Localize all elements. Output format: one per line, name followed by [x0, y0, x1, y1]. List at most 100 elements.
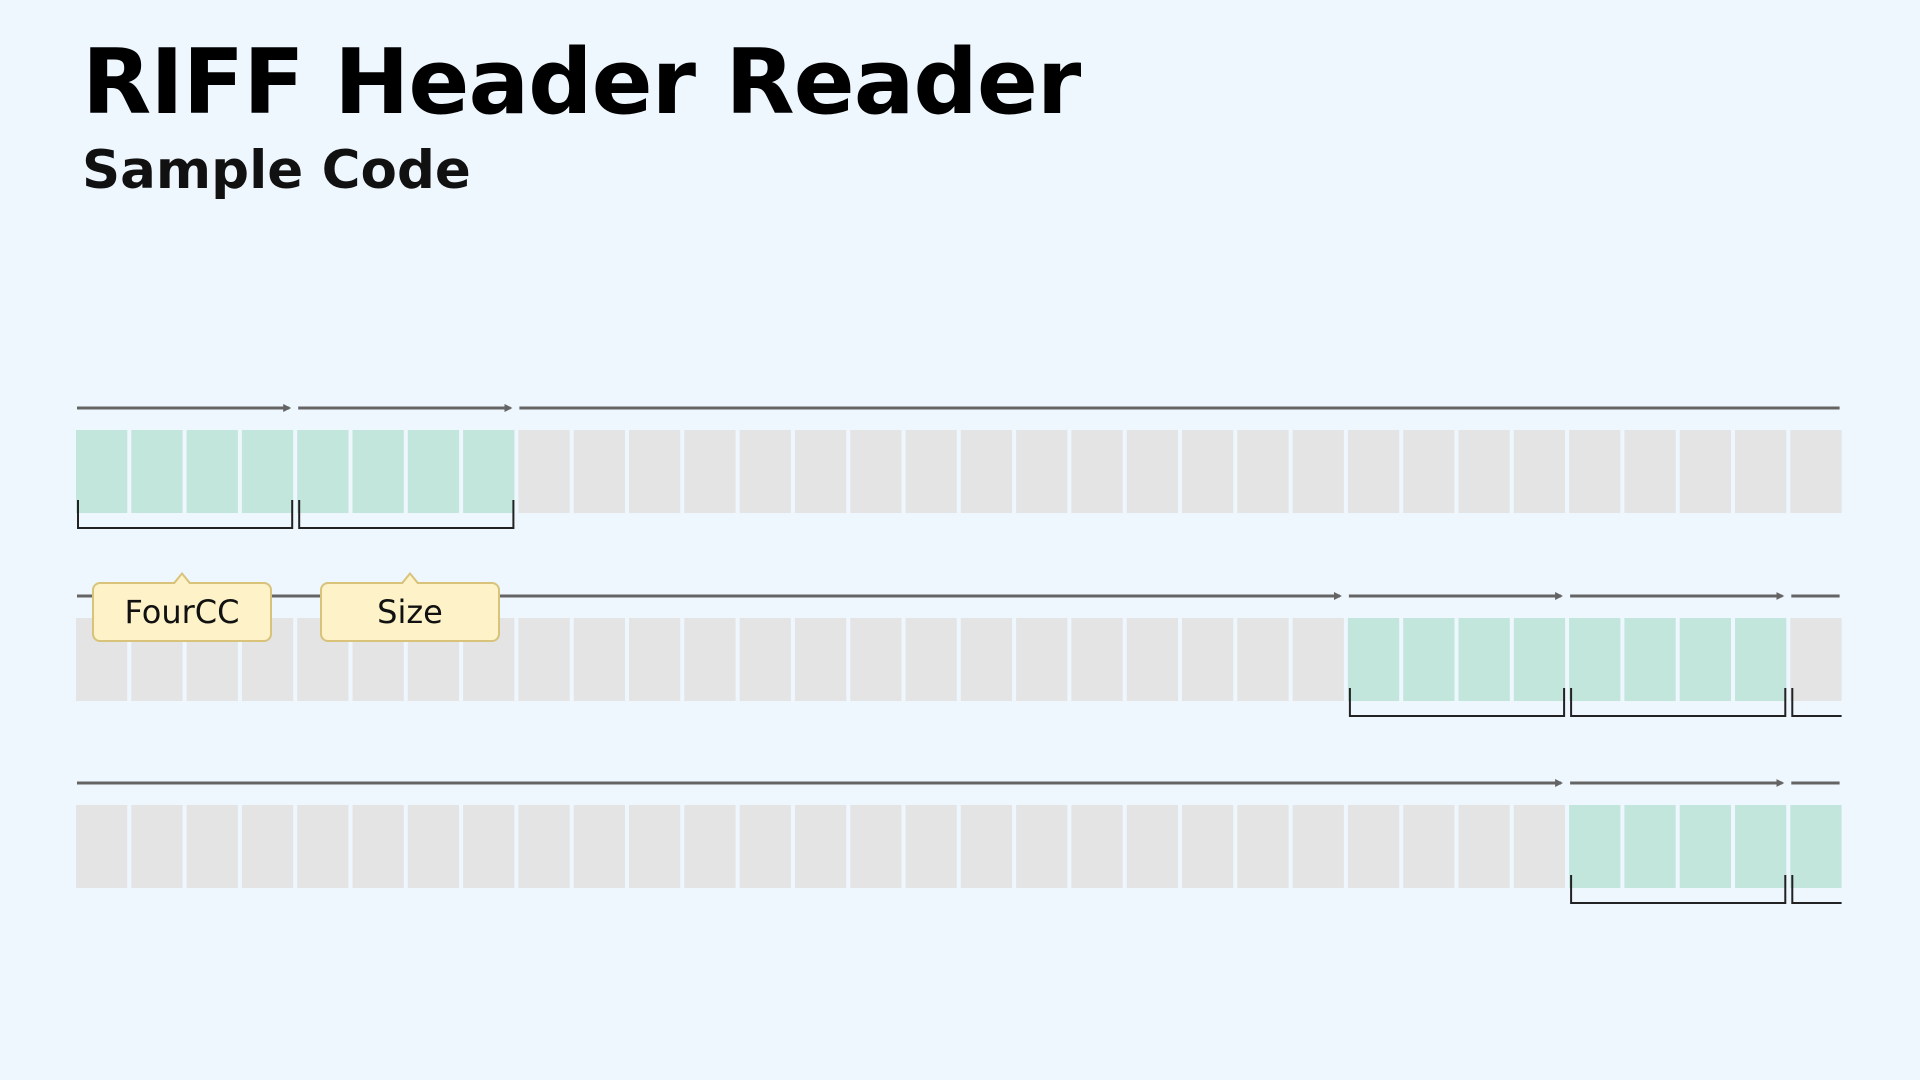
- byte-cell: [1403, 430, 1455, 513]
- byte-cell: [1790, 430, 1842, 513]
- group-bracket: [77, 500, 294, 529]
- byte-cell-highlighted: [131, 430, 183, 513]
- byte-cell-highlighted: [1458, 618, 1510, 701]
- group-bracket-open: [1791, 688, 1842, 717]
- byte-cell: [297, 805, 349, 888]
- byte-cell: [186, 805, 238, 888]
- byte-cell: [739, 805, 791, 888]
- byte-cell: [463, 805, 515, 888]
- byte-cell: [1513, 805, 1566, 888]
- byte-cell: [573, 618, 625, 701]
- byte-cell: [1624, 430, 1676, 513]
- byte-cell: [1182, 430, 1234, 513]
- byte-cell: [1679, 430, 1731, 513]
- byte-cell: [1790, 618, 1842, 701]
- byte-cell: [1182, 805, 1234, 888]
- byte-cell: [905, 618, 957, 701]
- byte-cell: [352, 805, 404, 888]
- byte-cell: [850, 618, 902, 701]
- byte-cell-highlighted: [1569, 805, 1621, 888]
- byte-cell: [1182, 618, 1234, 701]
- byte-cell: [1292, 430, 1344, 513]
- byte-cell: [684, 430, 736, 513]
- byte-cell: [684, 805, 736, 888]
- byte-cell: [131, 805, 183, 888]
- byte-cell: [1347, 805, 1400, 888]
- byte-cell: [1016, 805, 1068, 888]
- byte-cell: [1569, 430, 1621, 513]
- group-bracket-open: [1791, 875, 1842, 904]
- byte-cell: [1126, 430, 1178, 513]
- byte-cell: [518, 805, 570, 888]
- byte-cell-highlighted: [1624, 805, 1676, 888]
- byte-cell: [573, 430, 625, 513]
- byte-cell: [629, 805, 681, 888]
- byte-cell: [1237, 618, 1289, 701]
- byte-cell: [1292, 618, 1344, 701]
- byte-cell: [850, 430, 902, 513]
- byte-cell: [518, 430, 570, 513]
- byte-cell: [794, 805, 847, 888]
- page-subtitle: Sample Code: [82, 140, 471, 201]
- byte-cell-highlighted: [1513, 618, 1566, 701]
- byte-cell-highlighted: [1679, 805, 1731, 888]
- byte-cell: [1458, 430, 1510, 513]
- group-bracket: [1570, 688, 1787, 717]
- byte-cell: [1016, 430, 1068, 513]
- group-bracket: [1348, 688, 1566, 717]
- byte-cell-highlighted: [241, 430, 294, 513]
- byte-cell-highlighted: [1735, 618, 1787, 701]
- group-bracket: [298, 500, 515, 529]
- byte-cell: [850, 805, 902, 888]
- byte-cell: [960, 805, 1013, 888]
- byte-cell: [1237, 430, 1289, 513]
- byte-cell: [1237, 805, 1289, 888]
- byte-cell: [794, 618, 847, 701]
- byte-cell: [1347, 430, 1400, 513]
- byte-cell: [684, 618, 736, 701]
- byte-cell: [739, 430, 791, 513]
- fourcc-tooltip: FourCC: [92, 572, 272, 642]
- byte-cell: [518, 618, 570, 701]
- byte-cell: [1403, 805, 1455, 888]
- byte-cell-highlighted: [1624, 618, 1676, 701]
- byte-cell: [739, 618, 791, 701]
- group-bracket: [1570, 875, 1787, 904]
- byte-cell: [1126, 805, 1178, 888]
- byte-cell: [960, 618, 1013, 701]
- byte-cell-highlighted: [352, 430, 404, 513]
- byte-cell: [1458, 805, 1510, 888]
- byte-cell: [905, 805, 957, 888]
- byte-cell: [573, 805, 625, 888]
- byte-cell-highlighted: [1347, 618, 1400, 701]
- byte-cell: [407, 805, 460, 888]
- byte-cell: [1071, 805, 1123, 888]
- byte-cell: [1735, 430, 1787, 513]
- byte-cell-highlighted: [463, 430, 515, 513]
- size-tooltip: Size: [320, 572, 500, 642]
- byte-cell: [629, 618, 681, 701]
- byte-cell: [629, 430, 681, 513]
- byte-cell: [1071, 430, 1123, 513]
- byte-cell: [1126, 618, 1178, 701]
- byte-cell-highlighted: [76, 430, 128, 513]
- byte-cell: [76, 805, 128, 888]
- byte-cell: [1292, 805, 1344, 888]
- byte-cell-highlighted: [1569, 618, 1621, 701]
- byte-cell: [1016, 618, 1068, 701]
- byte-cell: [1513, 430, 1566, 513]
- byte-cell: [241, 805, 294, 888]
- byte-cell-highlighted: [1790, 805, 1842, 888]
- byte-cell-highlighted: [1735, 805, 1787, 888]
- byte-cell-highlighted: [1403, 618, 1455, 701]
- byte-cell: [794, 430, 847, 513]
- byte-cell-highlighted: [407, 430, 460, 513]
- byte-cell: [960, 430, 1013, 513]
- byte-cell-highlighted: [1679, 618, 1731, 701]
- page-title: RIFF Header Reader: [82, 30, 1081, 135]
- byte-cell: [905, 430, 957, 513]
- byte-cell-highlighted: [186, 430, 238, 513]
- byte-cell: [1071, 618, 1123, 701]
- byte-cell-highlighted: [297, 430, 349, 513]
